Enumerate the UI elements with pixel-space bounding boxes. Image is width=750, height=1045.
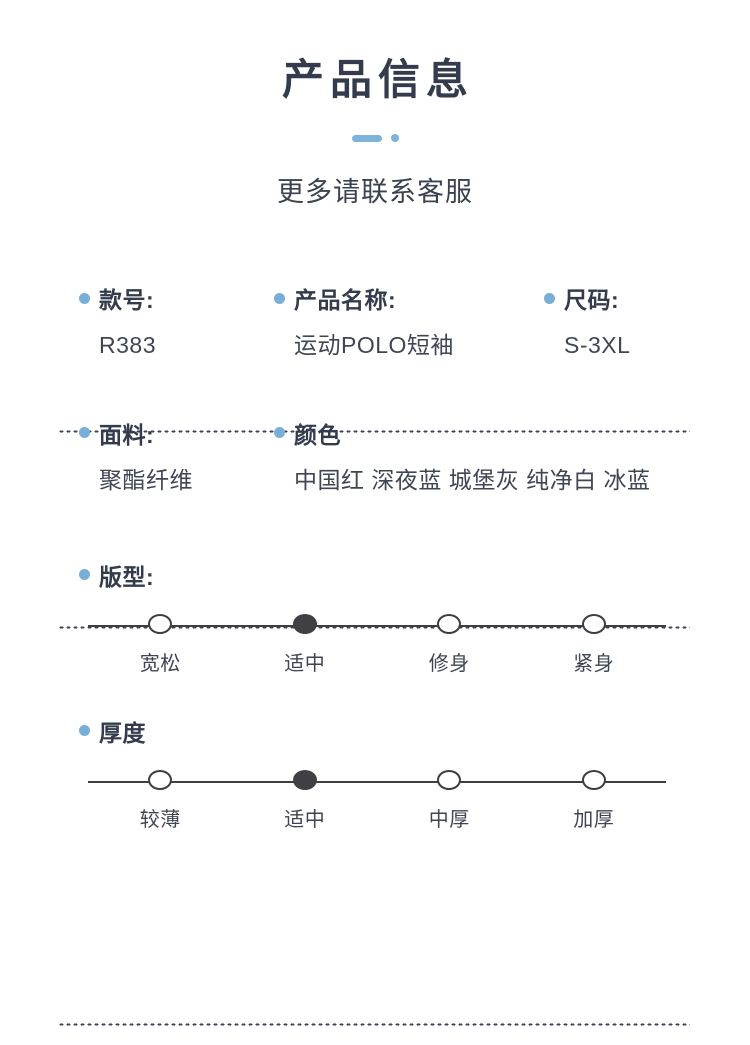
slider-stops: 宽松 适中 修身 紧身 <box>88 613 667 676</box>
slider-knob-selected-icon[interactable] <box>292 613 317 634</box>
slider-stop-label: 适中 <box>284 652 326 675</box>
divider-dot-icon <box>390 134 399 143</box>
info-row-secondary: 面料: 聚酯纤维 颜色 中国红 深夜蓝 城堡灰 纯净白 冰蓝 <box>0 416 750 499</box>
page-header: 产品信息 更多请联系客服 <box>0 0 750 209</box>
info-field-product-name: 产品名称: 运动POLO短袖 <box>274 281 544 364</box>
field-value: S-3XL <box>564 332 631 359</box>
slider-track <box>88 624 666 627</box>
field-head: 款号: <box>79 281 274 315</box>
slider-stop-label: 修身 <box>428 652 470 675</box>
thickness-slider[interactable]: 较薄 适中 中厚 加厚 <box>88 769 667 832</box>
info-field-style-number: 款号: R383 <box>79 281 274 364</box>
field-label: 款号: <box>99 287 155 314</box>
slider-stop-mid-thick[interactable]: 中厚 <box>377 769 522 832</box>
slider-stop-loose[interactable]: 宽松 <box>88 613 233 676</box>
divider-bar-icon <box>351 134 382 142</box>
field-label: 厚度 <box>99 719 146 746</box>
slider-knob-icon[interactable] <box>437 613 462 634</box>
bullet-icon <box>274 292 285 304</box>
fit-slider[interactable]: 宽松 适中 修身 紧身 <box>88 613 667 676</box>
slider-stop-thin[interactable]: 较薄 <box>88 769 233 832</box>
field-value: 中国红 深夜蓝 城堡灰 纯净白 冰蓝 <box>294 466 651 493</box>
slider-track <box>88 780 666 783</box>
slider-stop-label: 适中 <box>284 808 326 831</box>
slider-knob-icon[interactable] <box>581 613 606 634</box>
page-subtitle: 更多请联系客服 <box>277 177 473 208</box>
field-label: 颜色 <box>294 421 341 448</box>
slider-stop-label: 较薄 <box>139 808 181 831</box>
slider-stop-label: 加厚 <box>573 808 615 831</box>
bullet-icon <box>544 292 555 304</box>
info-field-colors: 颜色 中国红 深夜蓝 城堡灰 纯净白 冰蓝 <box>274 416 694 499</box>
bullet-icon <box>79 725 90 737</box>
field-head: 版型: <box>79 558 750 592</box>
slider-stop-slim[interactable]: 修身 <box>377 613 522 676</box>
info-field-fabric: 面料: 聚酯纤维 <box>79 416 274 499</box>
slider-stop-label: 紧身 <box>573 652 615 675</box>
slider-stop-thick[interactable]: 加厚 <box>522 769 667 832</box>
section-divider <box>58 626 690 629</box>
slider-stop-label: 中厚 <box>428 808 470 831</box>
slider-knob-icon[interactable] <box>148 613 173 634</box>
slider-knob-icon[interactable] <box>581 769 606 790</box>
title-divider-icon <box>0 132 750 144</box>
slider-knob-selected-icon[interactable] <box>292 769 317 790</box>
field-label: 版型: <box>99 563 155 590</box>
bullet-icon <box>274 427 285 439</box>
field-label: 面料: <box>99 421 155 448</box>
info-row-primary: 款号: R383 产品名称: 运动POLO短袖 尺码: S-3XL <box>0 281 750 364</box>
field-head: 产品名称: <box>274 281 544 315</box>
section-divider <box>58 430 690 433</box>
field-head: 面料: <box>79 416 274 450</box>
field-value: 运动POLO短袖 <box>294 332 454 359</box>
bullet-icon <box>79 292 90 304</box>
info-field-size: 尺码: S-3XL <box>544 281 744 364</box>
field-head: 颜色 <box>274 416 694 450</box>
slider-stop-regular[interactable]: 适中 <box>233 613 378 676</box>
slider-stop-tight[interactable]: 紧身 <box>522 613 667 676</box>
field-label: 尺码: <box>564 287 620 314</box>
field-head: 尺码: <box>544 281 744 315</box>
slider-knob-icon[interactable] <box>437 769 462 790</box>
field-value: 聚酯纤维 <box>99 466 193 493</box>
field-head: 厚度 <box>79 714 750 748</box>
slider-stop-label: 宽松 <box>139 652 181 675</box>
slider-section-fit: 版型: 宽松 适中 修身 紧身 <box>0 558 750 676</box>
slider-stops: 较薄 适中 中厚 加厚 <box>88 769 667 832</box>
field-label: 产品名称: <box>294 287 397 314</box>
slider-section-thickness: 厚度 较薄 适中 中厚 加厚 <box>0 714 750 832</box>
page-title: 产品信息 <box>281 56 474 103</box>
section-divider <box>58 1023 690 1026</box>
bullet-icon <box>79 569 90 581</box>
slider-stop-medium[interactable]: 适中 <box>233 769 378 832</box>
bullet-icon <box>79 427 90 439</box>
field-value: R383 <box>99 332 156 359</box>
slider-knob-icon[interactable] <box>148 769 173 790</box>
